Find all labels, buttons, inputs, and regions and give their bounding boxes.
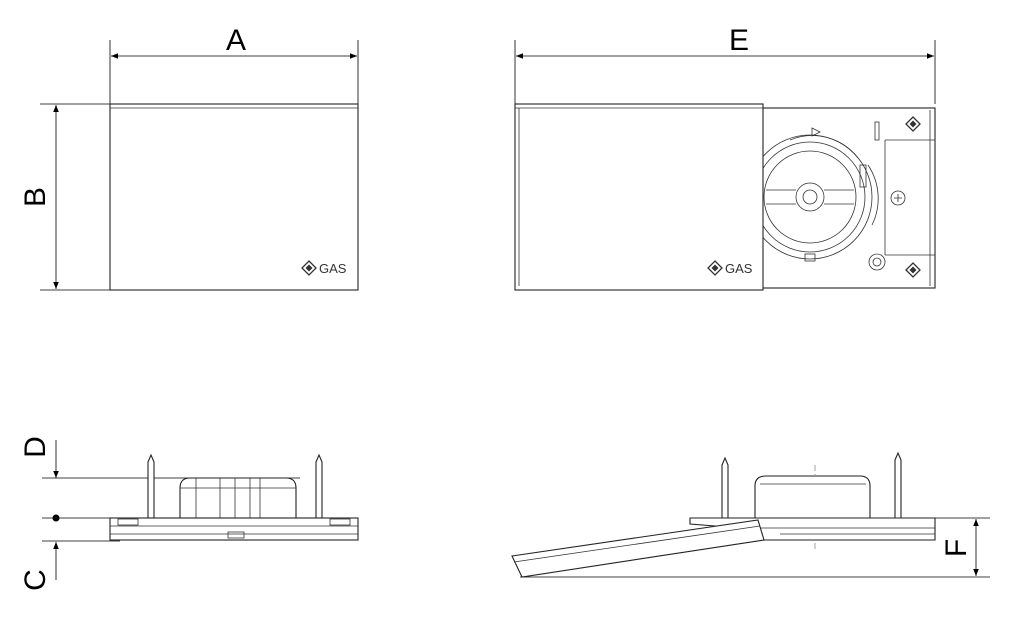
- sliding-cover: [514, 103, 764, 291]
- brand-text-front: GAS: [319, 261, 347, 276]
- device-body-front: [109, 103, 359, 291]
- base-plate: [739, 107, 936, 289]
- dimension-c-label: C: [19, 569, 52, 591]
- side-view-closed: D C: [19, 436, 359, 591]
- tilted-cover: [511, 519, 765, 578]
- base-profile: [109, 517, 359, 541]
- front-view-open: E GAS: [514, 24, 936, 291]
- reference-point: [52, 514, 60, 522]
- screw-icon: [890, 190, 906, 206]
- side-view-open: F: [511, 451, 990, 578]
- knob-body: [754, 475, 871, 523]
- center-hub: [795, 182, 825, 212]
- dimension-a-label: A: [226, 24, 246, 57]
- knob-body: [179, 477, 297, 526]
- dimension-f-label: F: [940, 539, 973, 557]
- dimension-e-label: E: [729, 24, 749, 57]
- dimension-b-label: B: [19, 187, 52, 207]
- screw-hole-icon: [868, 253, 886, 271]
- dimension-d-label: D: [19, 436, 52, 458]
- front-view-closed: A B GAS: [19, 24, 359, 291]
- brand-text-open: GAS: [725, 261, 753, 276]
